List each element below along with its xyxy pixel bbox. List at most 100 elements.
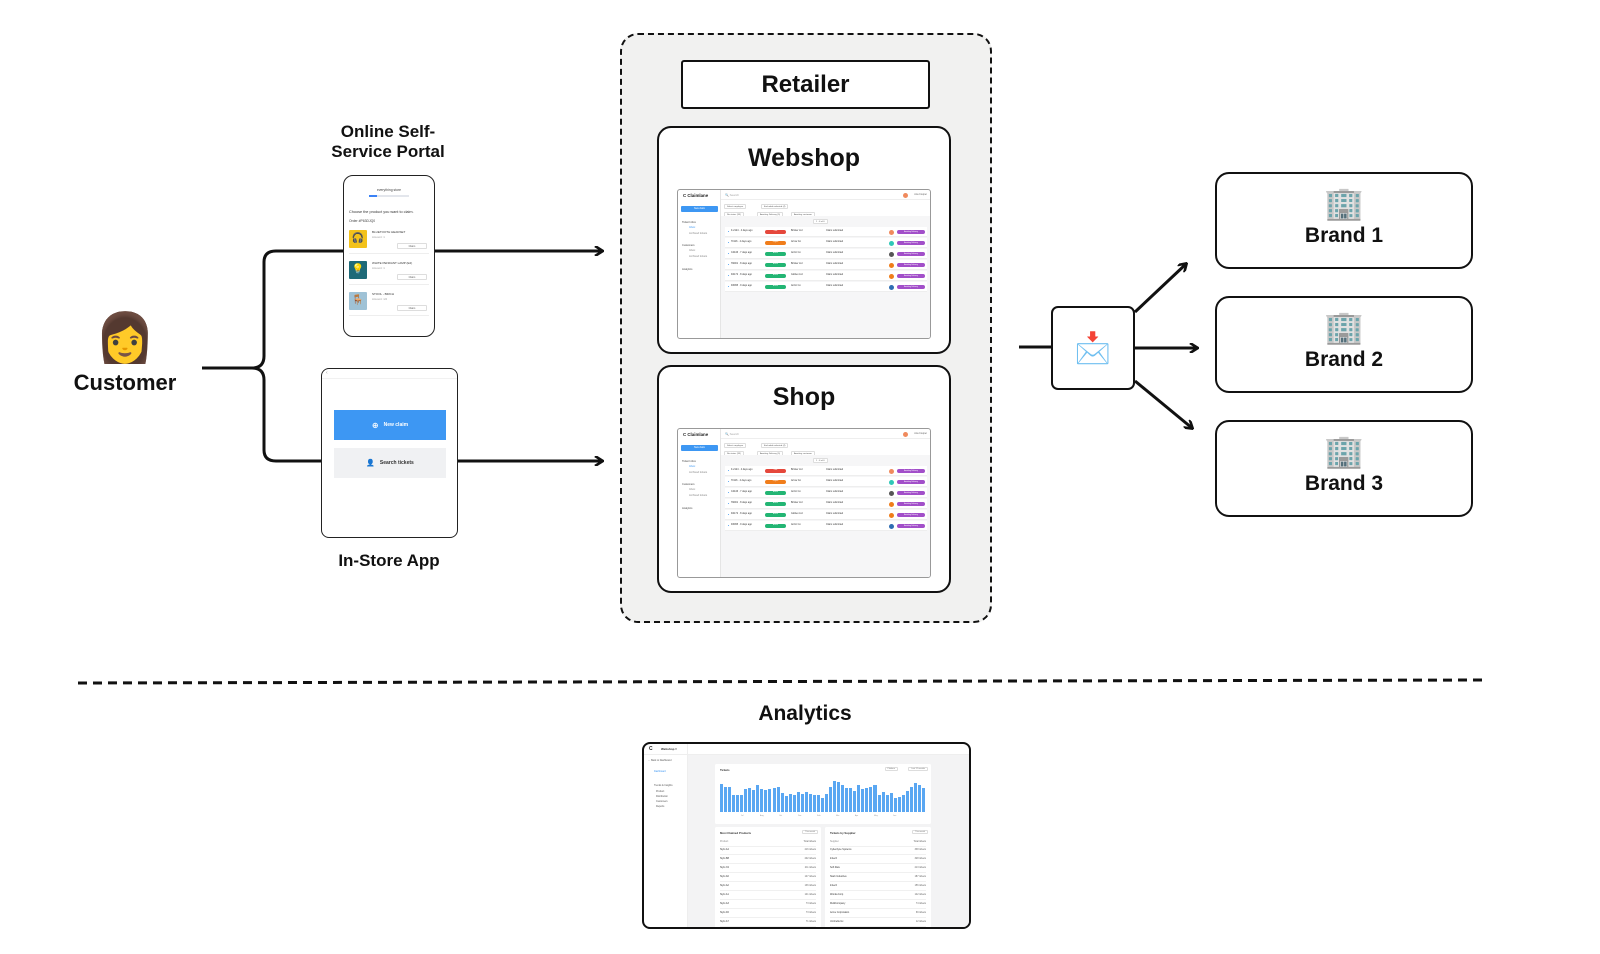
claim-button[interactable]: Claim [397,242,427,249]
claim-button[interactable]: Claim [397,304,427,311]
ticket-id: H-916 · 4 days ago [731,240,752,243]
priority-pill: Urgent [765,241,786,245]
customer-node: 👩 Customer [55,312,195,396]
claim-button[interactable]: Claim [397,273,427,280]
products-period-filter[interactable]: This month [802,829,818,834]
filter-chip[interactable]: Select employee [724,204,747,209]
sidebar-nav-item[interactable]: Archived tickets [689,494,708,497]
sidebar-nav-item[interactable]: Customers [682,483,695,486]
new-claim-button[interactable]: New claim [681,445,718,451]
user-avatar[interactable] [903,431,908,437]
ticket-count: 73 tickets [805,902,816,905]
analytics-nav-item[interactable]: Distribution [656,795,668,798]
table-row[interactable]: Stylo A98 tickets [720,927,816,929]
sidebar-nav-item[interactable]: Inbox [689,226,696,229]
search-input[interactable]: 🔍 Search [725,193,740,197]
assignee-avatar [889,262,894,268]
filter-chip[interactable]: Select employee [724,443,747,448]
filter-chip[interactable]: Excluded redacted (4) [761,443,789,448]
pagination[interactable]: 1 - 6 of 6 [813,219,828,224]
analytics-nav-item[interactable]: Reports [656,805,665,808]
new-claim-button[interactable]: New claim [681,206,718,212]
search-input[interactable]: 🔍 Search [725,432,740,436]
ticket-count: 156 tickets [914,884,926,887]
ticket-bar [812,795,816,812]
search-tickets-button[interactable]: 👤 Search tickets [334,448,446,478]
back-label: Back to Dashboard [651,759,672,762]
sidebar-nav-item[interactable]: Archived tickets [689,471,708,474]
sidebar-nav-item[interactable]: Customers [682,244,695,247]
sidebar-nav-item[interactable]: Archived tickets [689,255,708,258]
ticket-count: 141 tickets [804,893,816,896]
analytics-nav-item[interactable]: Dashboard [654,770,666,773]
sidebar-nav-item[interactable]: Archived tickets [689,232,708,235]
sidebar-nav-item[interactable]: Ticket Inbox [682,221,696,224]
ticket-bar [816,795,820,812]
workspace-selector[interactable]: Webshop ▾ [661,747,677,751]
ticket-bar [784,796,788,812]
assignee-avatar [889,523,894,529]
products-card-title: Most Claimed Products [720,831,752,835]
new-claim-button[interactable]: ⊕ New claim [334,410,446,440]
analytics-nav-item[interactable]: Trends & Insights [654,784,673,787]
analytics-nav-item[interactable]: Product [656,790,665,793]
user-avatar[interactable] [903,192,908,198]
status-tag: Awaiting Delivery [897,502,925,506]
sidebar-nav-item[interactable]: Analytics [682,268,693,271]
back-icon[interactable]: ‹ [322,369,457,379]
store-name: everything store [376,188,402,192]
sidebar-nav-item[interactable]: Inbox [689,488,696,491]
sidebar-nav-item[interactable]: Ticket Inbox [682,460,696,463]
filter-chip[interactable]: Excluded redacted (4) [761,204,789,209]
priority-pill: Late [765,230,786,234]
sidebar-nav-item[interactable]: Inbox [689,465,696,468]
assignee-avatar [889,273,894,279]
analytics-nav-item[interactable]: Customers [656,800,668,803]
period-filter[interactable]: Last 12 months [908,766,928,771]
ticket-count: 74 tickets [915,902,926,905]
platform-filter[interactable]: Platform [884,766,898,771]
supplier-name: Bricker Ltd [791,262,803,265]
sidebar-nav-item[interactable]: Inbox [689,249,696,252]
back-link[interactable]: ← Back to Dashboard [648,759,672,762]
suppliers-period-filter[interactable]: This month [912,829,928,834]
ticket-id: F-2124 · 4 days ago [731,229,753,232]
pagination[interactable]: 1 - 6 of 6 [813,458,828,463]
sidebar-nav-item[interactable]: Analytics [682,507,693,510]
ticket-count: 69 tickets [915,911,926,914]
x-tick-label: Mar [836,815,840,817]
